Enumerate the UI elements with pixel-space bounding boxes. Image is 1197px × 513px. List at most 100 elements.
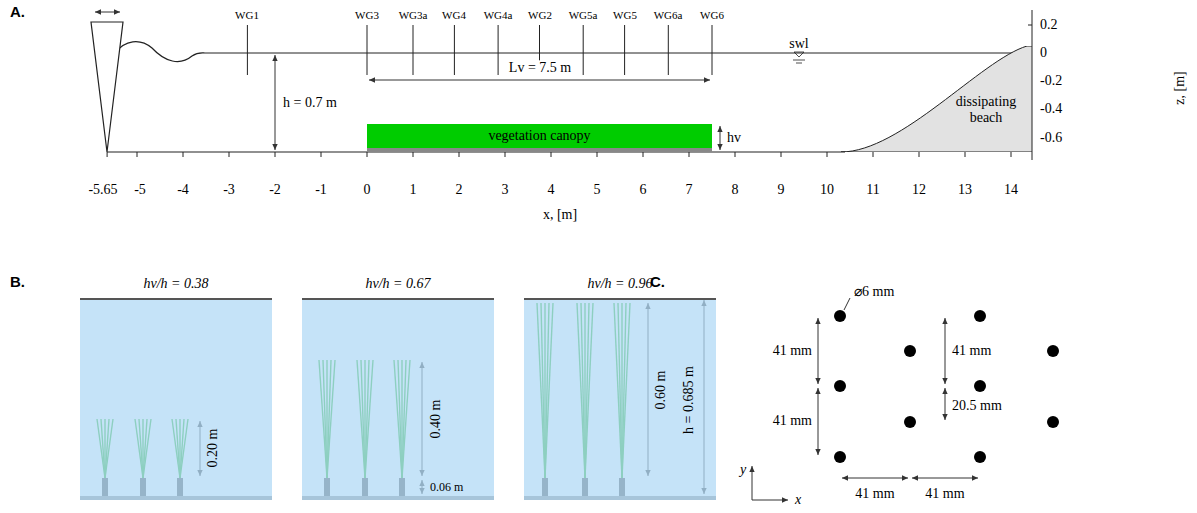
x-tick: [873, 152, 874, 157]
gauge-label: WG6a: [654, 9, 683, 21]
dimension: 41 mm: [773, 343, 812, 358]
x-tick-label: -3: [223, 182, 235, 197]
x-tick-label: 13: [958, 182, 972, 197]
x-tick: [107, 152, 108, 157]
dimension: ⌀6 mm: [854, 284, 894, 299]
dimension: h = 0.685 m: [681, 366, 696, 434]
dimension: 0.06 m: [430, 481, 463, 494]
x-tick: [183, 152, 184, 157]
x-tick: [919, 152, 920, 157]
x-tick: [1011, 152, 1012, 157]
x-tick-label: -2: [269, 182, 281, 197]
wave-gauge: [624, 25, 625, 75]
x-tick: [367, 152, 368, 157]
dimension: 0.20 m: [205, 429, 220, 468]
x-tick-label: -5: [134, 182, 146, 197]
water-body: [80, 298, 272, 500]
stem-layout: [752, 298, 1059, 500]
x-tick: [459, 152, 460, 157]
gauge-label: WG3: [355, 9, 379, 21]
z-tick: [1028, 25, 1032, 26]
panel-heading: hv/h = 0.96: [524, 276, 716, 298]
x-tick-label: 3: [502, 182, 509, 197]
axis-title: x, [m]: [543, 207, 577, 222]
wave-gauge: [367, 25, 368, 75]
tank-panel: hv/h = 0.67: [302, 276, 494, 500]
dimension: 0.60 m: [653, 371, 668, 410]
wave-gauge: [413, 25, 414, 75]
wave-gauge: [247, 25, 248, 75]
panel-letter: C.: [650, 274, 665, 291]
gauge-label: WG5: [613, 9, 637, 21]
axis-title: z, [m]: [1172, 71, 1187, 104]
gauge-label: WG6: [700, 9, 724, 21]
x-tick: [781, 152, 782, 157]
x-tick: [735, 152, 736, 157]
z-tick-label: 0: [1040, 45, 1047, 60]
wave-gauge: [454, 25, 455, 75]
x-tick-label: 12: [912, 182, 926, 197]
panel-letter: B.: [10, 274, 25, 291]
gauge-label: WG5a: [569, 9, 598, 21]
x-tick-label: 10: [820, 182, 834, 197]
x-tick: [413, 152, 414, 157]
x-tick: [229, 152, 230, 157]
dissipating-beach: dissipating beach: [841, 46, 1032, 152]
x-tick: [597, 152, 598, 157]
wave-gauge: [583, 25, 584, 75]
dimension: h = 0.7 m: [283, 95, 337, 110]
x-tick: [505, 152, 506, 157]
gauge-label: WG3a: [399, 9, 428, 21]
axis-label: x: [795, 492, 801, 507]
vegetation-canopy: vegetation canopy: [367, 124, 712, 148]
x-tick-label: 9: [778, 182, 785, 197]
x-tick-label: 11: [866, 182, 879, 197]
gauge-label: WG2: [528, 9, 552, 21]
x-tick: [137, 152, 138, 157]
water-body: [302, 298, 494, 500]
dimension: 41 mm: [773, 413, 812, 428]
dimension: 41 mm: [952, 343, 991, 358]
x-tick-label: -5.65: [88, 182, 117, 197]
x-tick: [275, 152, 276, 157]
x-tick-label: 8: [732, 182, 739, 197]
dimension: hv: [727, 130, 741, 145]
gauge-label: WG4a: [484, 9, 513, 21]
panel-heading: hv/h = 0.38: [80, 276, 272, 298]
dimension: Lv = 7.5 m: [506, 60, 574, 75]
panel-letter: A.: [10, 4, 25, 21]
dimension: 41 mm: [925, 486, 964, 501]
x-tick-label: -1: [315, 182, 327, 197]
flume: [91, 10, 1032, 160]
x-tick-label: 1: [410, 182, 417, 197]
x-tick: [965, 152, 966, 157]
x-tick-label: 0: [364, 182, 371, 197]
wave-gauge: [712, 25, 713, 75]
beach-outline: [841, 46, 1032, 152]
x-tick: [643, 152, 644, 157]
dimension: 41 mm: [855, 486, 894, 501]
swl-label: swl: [789, 36, 808, 51]
x-tick-label: 5: [594, 182, 601, 197]
canopy-label: vegetation canopy: [488, 128, 590, 144]
wave-gauge: [498, 25, 499, 75]
axis-label: y: [740, 462, 746, 477]
z-tick-label: 0.2: [1040, 17, 1058, 32]
panel-heading: hv/h = 0.67: [302, 276, 494, 298]
x-tick-label: 6: [640, 182, 647, 197]
tank-panel: hv/h = 0.38: [80, 276, 272, 500]
dimension: 0.40 m: [428, 400, 443, 439]
x-tick-label: 14: [1004, 182, 1018, 197]
dimension: 20.5 mm: [952, 398, 1002, 413]
x-tick-label: 7: [686, 182, 693, 197]
x-tick-label: 4: [548, 182, 555, 197]
gauge-label: WG1: [235, 9, 259, 21]
z-tick-label: -0.6: [1040, 130, 1062, 145]
z-tick-label: -0.4: [1040, 101, 1062, 116]
x-tick: [321, 152, 322, 157]
beach-label: dissipating beach: [946, 94, 1026, 126]
x-tick: [689, 152, 690, 157]
x-tick-label: -4: [177, 182, 189, 197]
x-tick: [551, 152, 552, 157]
